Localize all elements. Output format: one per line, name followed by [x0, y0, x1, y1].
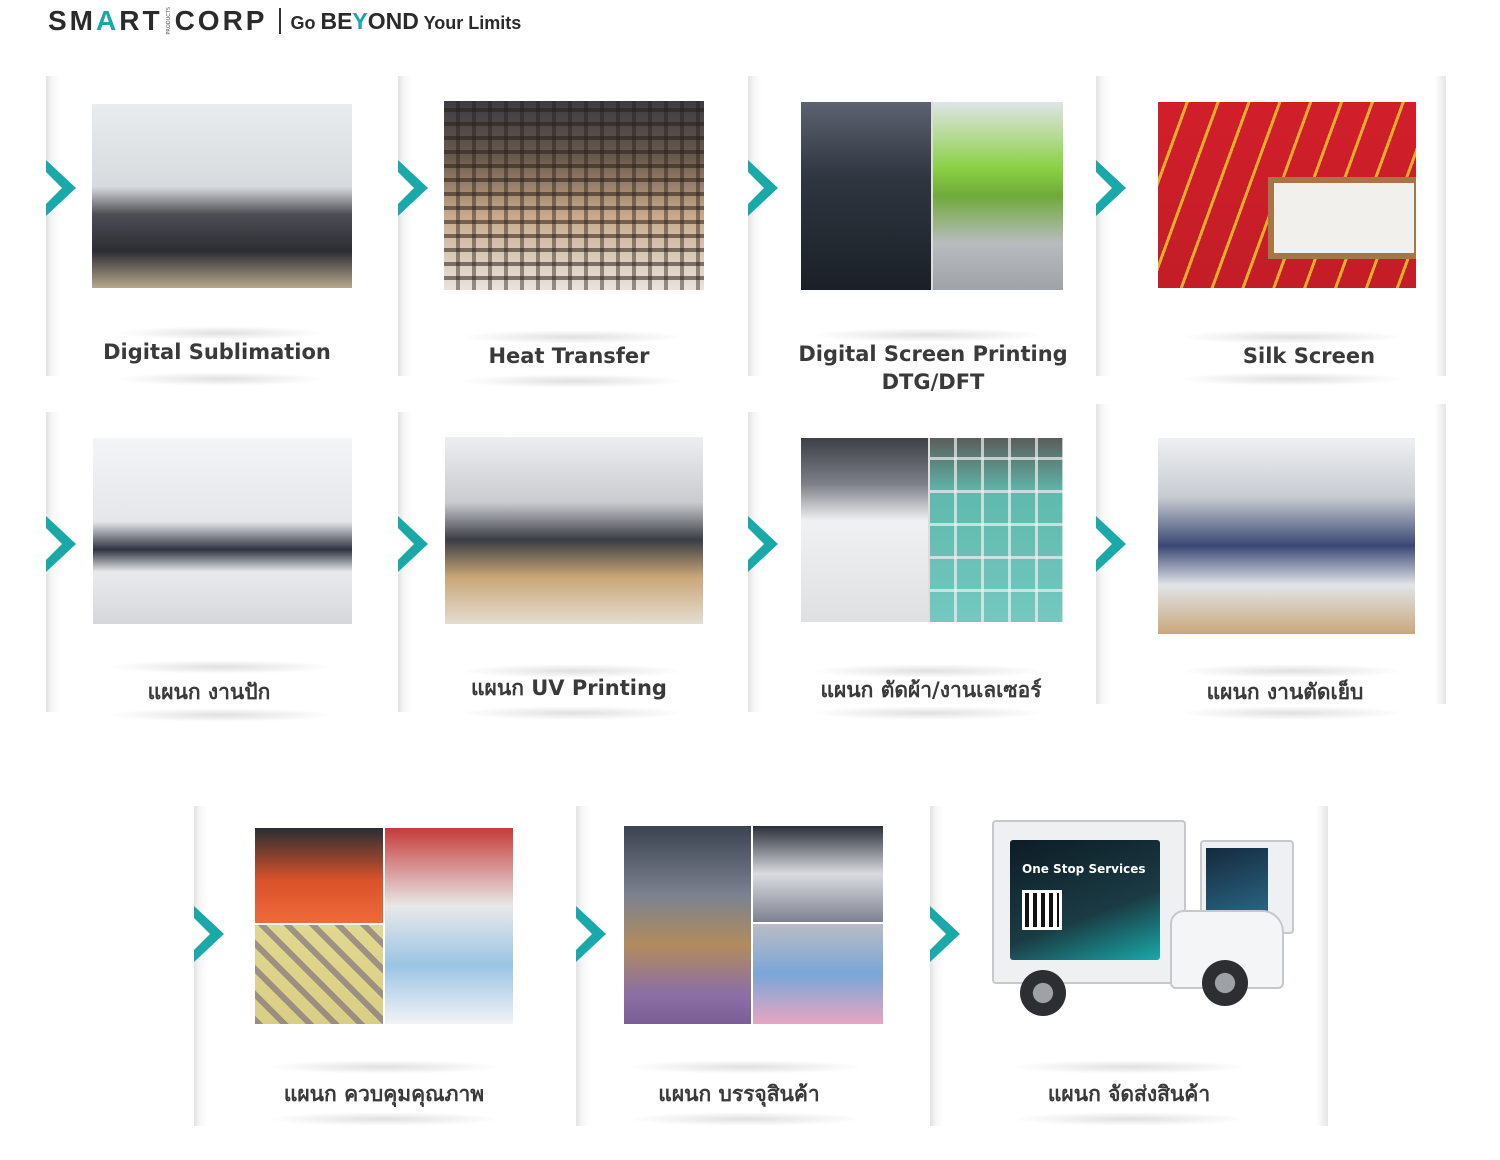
- photo-delivery-truck: One Stop Services: [960, 810, 1316, 1028]
- dept-label-line2: DTG/DFT: [881, 370, 985, 394]
- wheel-icon: [1020, 970, 1066, 1016]
- arrow-icon: [576, 906, 606, 962]
- brand-corp: CORP: [174, 5, 268, 36]
- arrow-icon: [1096, 516, 1126, 572]
- qr-code-icon: [1022, 890, 1062, 930]
- arrow-icon: [1096, 160, 1126, 216]
- photo-cutting-laser: [801, 438, 1063, 622]
- dept-label: Digital Sublimation: [103, 340, 331, 364]
- photo-sewing: [1158, 438, 1415, 634]
- dept-card-cutting-laser: แผนก ตัดผ้า/งานเลเซอร์: [748, 412, 1098, 720]
- dept-card-quality-control: แผนก ควบคุมคุณภาพ: [194, 806, 574, 1126]
- dept-card-digital-sublimation: Digital Sublimation: [46, 76, 398, 386]
- wheel-icon: [1202, 960, 1248, 1006]
- dept-label: แผนก งานปัก: [147, 680, 271, 704]
- dept-card-delivery: One Stop Services แผนก จัดส่งสินค้า: [930, 806, 1328, 1126]
- brand-logo: SMART PRODUCTS CORP Go BEYOND Your Limit…: [48, 4, 521, 38]
- dept-card-embroidery: แผนก งานปัก: [46, 412, 398, 722]
- photo-digital-sublimation: [92, 104, 352, 288]
- dept-card-sewing: แผนก งานตัดเย็บ: [1096, 404, 1446, 720]
- dept-label: แผนก ควบคุมคุณภาพ: [283, 1082, 485, 1106]
- photo-digital-screen-printing: [801, 102, 1063, 290]
- dept-label: Heat Transfer: [488, 344, 650, 368]
- brand-name: SMART: [48, 5, 163, 36]
- dept-card-silk-screen: Silk Screen: [1096, 76, 1446, 386]
- arrow-icon: [46, 160, 76, 216]
- brand-tagline: Go BEYOND Your Limits: [290, 7, 522, 34]
- photo-silk-screen: [1158, 102, 1416, 288]
- dept-label: Silk Screen: [1242, 344, 1376, 368]
- logo-divider: [279, 8, 282, 34]
- dept-card-digital-screen-printing: Digital Screen Printing DTG/DFT: [748, 76, 1098, 394]
- dept-card-packing: แผนก บรรจุสินค้า: [576, 806, 930, 1126]
- dept-card-heat-transfer: Heat Transfer: [398, 76, 748, 388]
- dept-label: แผนก ตัดผ้า/งานเลเซอร์: [820, 678, 1042, 702]
- truck-screen-title: One Stop Services: [1022, 862, 1146, 876]
- dept-card-uv-printing: แผนก UV Printing: [398, 412, 748, 720]
- arrow-icon: [398, 516, 428, 572]
- photo-uv-printing: [445, 437, 703, 624]
- photo-embroidery: [93, 438, 352, 624]
- arrow-icon: [194, 906, 224, 962]
- dept-label: แผนก จัดส่งสินค้า: [1047, 1082, 1211, 1106]
- arrow-icon: [748, 516, 778, 572]
- dept-label: แผนก งานตัดเย็บ: [1206, 680, 1364, 704]
- photo-heat-transfer: [444, 101, 704, 290]
- dept-label: Digital Screen Printing: [798, 342, 1068, 366]
- arrow-icon: [46, 516, 76, 572]
- arrow-icon: [930, 906, 960, 962]
- arrow-icon: [748, 160, 778, 216]
- brand-products-text: PRODUCTS: [165, 7, 172, 35]
- photo-packing: [624, 826, 883, 1024]
- photo-quality-control: [255, 828, 513, 1024]
- dept-label: แผนก บรรจุสินค้า: [658, 1082, 820, 1106]
- dept-label: แผนก UV Printing: [471, 676, 667, 700]
- arrow-icon: [398, 160, 428, 216]
